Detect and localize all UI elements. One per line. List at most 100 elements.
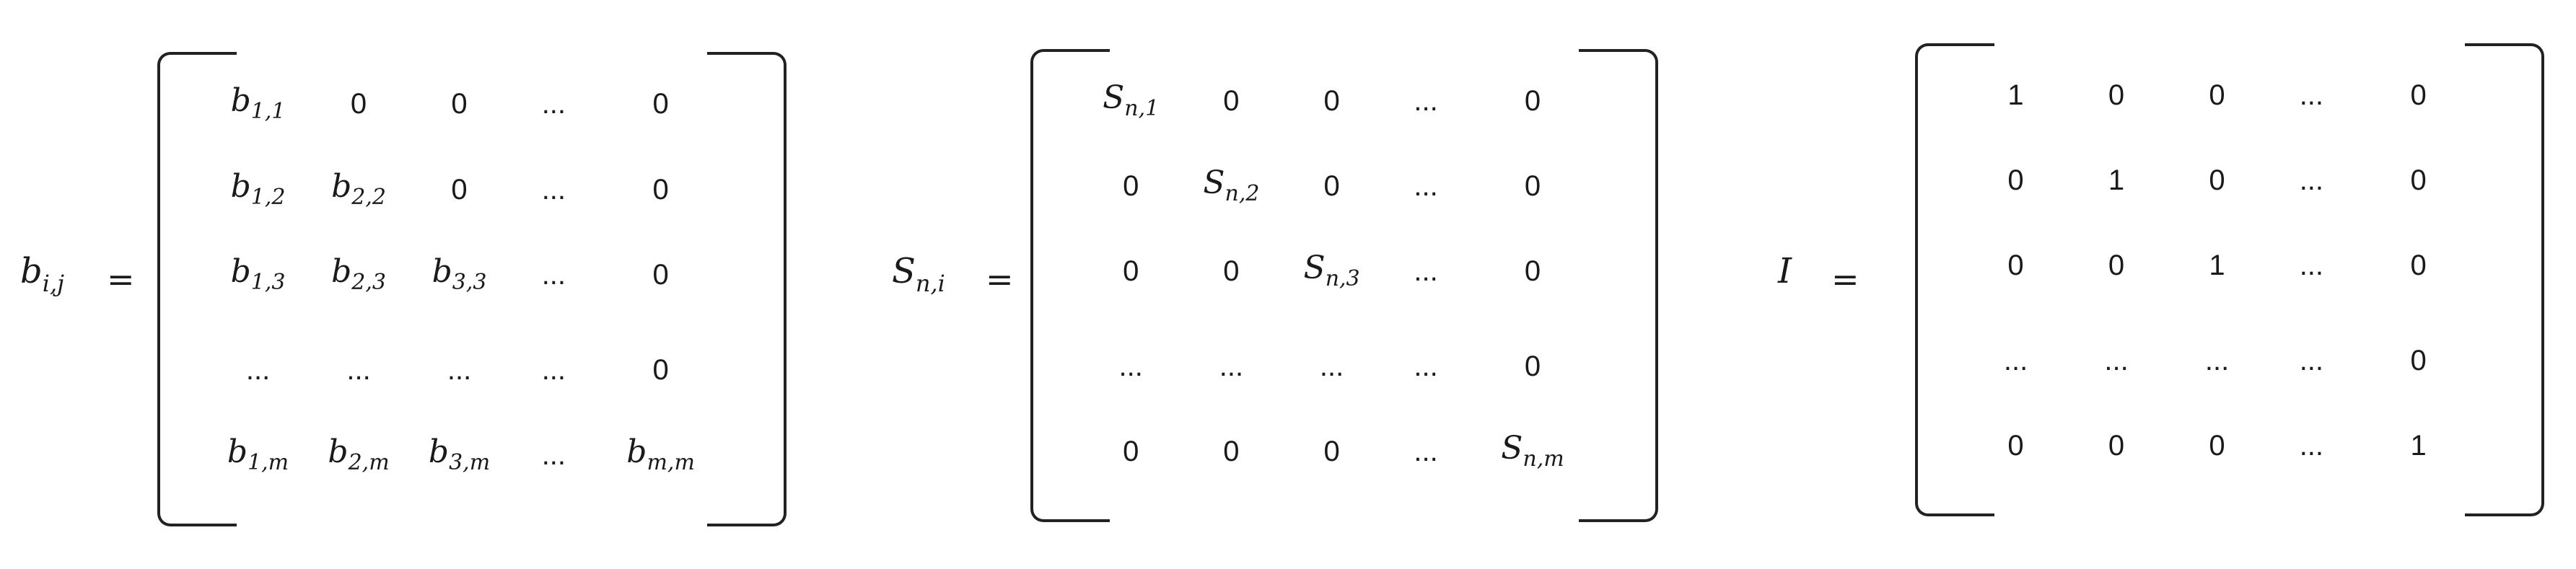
matrix-identity-cell: 0: [2007, 164, 2024, 197]
cell-base: b: [331, 167, 352, 205]
equation-1-lhs-base: b: [20, 251, 43, 291]
cell-base: b: [626, 433, 647, 471]
cell-base: b: [328, 433, 349, 471]
matrix-b-left-bracket: [157, 52, 237, 526]
matrix-s-cell: ...: [1414, 255, 1438, 288]
matrix-s-cell: ...: [1414, 435, 1438, 467]
matrix-s-left-bracket: [1030, 49, 1110, 522]
matrix-b-cell: ...: [541, 353, 566, 386]
matrix-b-cell: b1,3: [231, 256, 286, 294]
matrix-identity-cell: 0: [2209, 429, 2225, 462]
cell-subscript: n,1: [1124, 96, 1160, 122]
cell-subscript: 1,m: [247, 450, 289, 476]
matrix-identity-cell: 1: [2007, 79, 2024, 112]
cell-subscript: 1,2: [250, 184, 286, 210]
cell-base: b: [431, 253, 452, 291]
cell-subscript: 1,1: [250, 99, 286, 125]
equation-3-equals-sign: =: [1831, 260, 1859, 299]
matrix-identity-cell: ...: [2299, 164, 2324, 197]
cell-base: S: [1303, 250, 1326, 287]
matrix-s-cell: 0: [1524, 255, 1541, 288]
matrix-identity-cell: ...: [2299, 79, 2324, 112]
matrix-b-cell: ...: [541, 259, 566, 291]
matrix-s-cell: 0: [1524, 170, 1541, 203]
matrix-identity-cell: 0: [2410, 164, 2427, 197]
matrix-identity-cell: 1: [2108, 164, 2125, 197]
matrix-identity-cell: 1: [2209, 250, 2225, 282]
matrix-identity-left-bracket: [1915, 43, 1994, 516]
matrix-b-cell: ...: [447, 353, 472, 386]
matrix-s-cell: 0: [1223, 255, 1240, 288]
cell-subscript: 3,3: [452, 270, 487, 296]
matrix-identity-right-bracket: [2465, 43, 2544, 516]
matrix-b-cell: b3,m: [429, 436, 490, 474]
matrix-identity-cell: 0: [2007, 429, 2024, 462]
matrix-s-right-bracket: [1579, 49, 1658, 522]
equation-2-lhs: Sn,i: [892, 254, 945, 295]
matrix-b-cell: 0: [652, 88, 669, 120]
cell-base: S: [1103, 79, 1125, 117]
matrix-b-cell: 0: [652, 353, 669, 386]
matrix-identity-cell: 0: [2007, 250, 2024, 282]
cell-base: b: [230, 82, 251, 120]
matrix-s-cell: Sn,m: [1501, 429, 1564, 472]
matrix-identity-cell: 0: [2108, 79, 2125, 112]
equation-2-lhs-base: S: [892, 251, 916, 291]
matrix-identity-cell: ...: [2299, 250, 2324, 282]
cell-base: b: [230, 253, 251, 291]
cell-base: S: [1203, 164, 1225, 202]
matrix-s-cell: 0: [1323, 85, 1340, 118]
matrix-s-cell: 0: [1123, 435, 1139, 467]
matrix-identity-cell: 0: [2410, 79, 2427, 112]
matrix-s-cell: 0: [1223, 435, 1240, 467]
matrix-s-cell: ...: [1414, 85, 1438, 118]
matrix-identity-cell: 0: [2410, 250, 2427, 282]
equation-3-lhs: I: [1778, 254, 1792, 288]
matrix-s-cell: 0: [1123, 255, 1139, 288]
matrix-b-right-bracket: [707, 52, 787, 526]
matrix-s-cell: ...: [1319, 350, 1344, 382]
cell-subscript: 3,m: [449, 450, 491, 476]
matrix-s-cell: Sn,2: [1203, 167, 1259, 205]
matrix-identity-cell: 0: [2410, 344, 2427, 376]
cell-base: b: [428, 433, 450, 471]
matrix-identity-cell: 0: [2108, 250, 2125, 282]
equation-1-lhs-subscript: i,j: [42, 270, 65, 297]
matrix-s-cell: 0: [1323, 170, 1340, 203]
cell-base: b: [331, 253, 352, 291]
cell-subscript: 2,3: [351, 270, 386, 296]
matrix-s-cell: 0: [1524, 350, 1541, 382]
matrix-identity-cell: 0: [2209, 164, 2225, 197]
equation-1-lhs: bi,j: [20, 254, 64, 295]
cell-subscript: 2,2: [351, 184, 386, 210]
matrix-identity-cell: ...: [2299, 344, 2324, 376]
equation-2-lhs-subscript: n,i: [915, 270, 945, 297]
cell-base: S: [1501, 429, 1523, 467]
matrix-s-cell: Sn,3: [1304, 252, 1360, 290]
cell-subscript: 2,m: [348, 450, 390, 476]
matrix-identity-cell: 0: [2108, 429, 2125, 462]
matrix-b-cell: b2,3: [331, 256, 386, 294]
matrix-identity-cell: 1: [2410, 429, 2427, 462]
matrix-identity-cell: 0: [2209, 79, 2225, 112]
matrix-identity-cell: ...: [2003, 344, 2028, 376]
cell-base: b: [227, 433, 248, 471]
cell-subscript: m,m: [647, 450, 695, 476]
cell-subscript: n,m: [1523, 446, 1564, 472]
cell-subscript: 1,3: [250, 270, 286, 296]
equation-1-equals-sign: =: [107, 260, 135, 299]
matrix-s-cell: ...: [1414, 350, 1438, 382]
cell-base: b: [230, 167, 251, 205]
matrix-b-cell: b3,3: [432, 256, 487, 294]
matrix-b-cell: 0: [350, 88, 367, 120]
matrix-s-cell: 0: [1524, 85, 1541, 118]
matrix-b-cell: b1,2: [230, 167, 286, 210]
matrix-b-cell: bm,m: [626, 436, 695, 474]
matrix-b-cell: b1,m: [227, 436, 289, 474]
matrix-b-cell: ...: [346, 353, 371, 386]
matrix-b-cell: ...: [541, 439, 566, 472]
cell-subscript: n,2: [1225, 181, 1260, 207]
matrix-identity-cell: ...: [2299, 429, 2324, 462]
matrix-s-cell: 0: [1223, 85, 1240, 118]
